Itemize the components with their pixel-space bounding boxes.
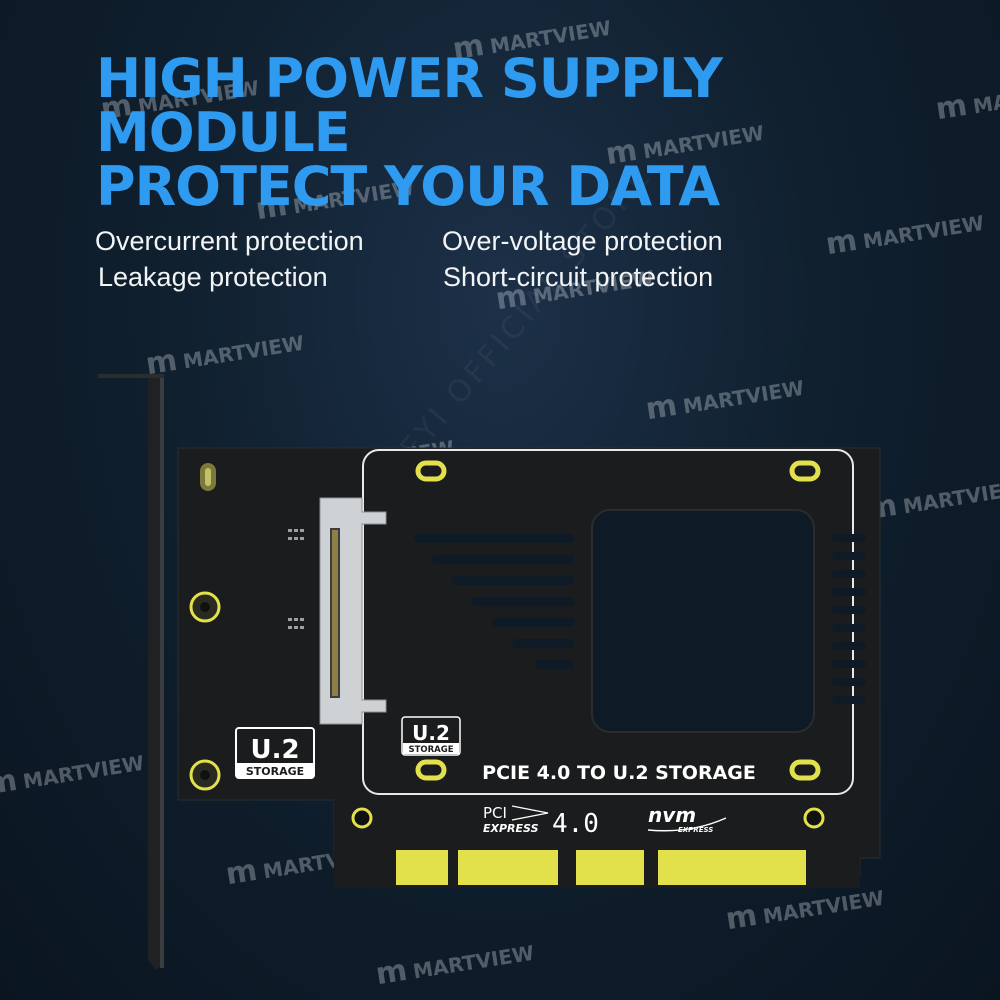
drive-outline — [362, 449, 854, 795]
vent-slots-right — [832, 534, 866, 704]
mounting-slots — [415, 460, 821, 781]
express-label: EXPRESS — [483, 822, 539, 835]
feature-short-circuit: Short-circuit protection — [443, 262, 714, 292]
status-led — [200, 463, 216, 491]
u2-badge-text: U.2 — [250, 735, 299, 765]
pci-arrow-icon — [511, 805, 549, 821]
pci-version: 4.0 — [552, 809, 599, 839]
headline-line-2: MODULE — [96, 101, 351, 164]
feature-overvoltage: Over-voltage protection — [442, 226, 723, 256]
headline-line-1: HIGH POWER SUPPLY — [96, 47, 723, 110]
nvm-label: nvm — [648, 803, 696, 827]
smd-components — [288, 529, 304, 629]
nvm-express-logo: nvm EXPRESS — [647, 803, 727, 834]
headline-line-3: PROTECT YOUR DATA — [96, 155, 720, 218]
u2-badge-left: U.2 STORAGE — [235, 727, 315, 779]
pci-label: PCI — [483, 804, 507, 822]
nvm-sub-label: EXPRESS — [678, 826, 713, 834]
pcie-gold-contacts — [396, 850, 806, 885]
vent-slots-left — [414, 534, 574, 669]
pci-express-logo: PCI EXPRESS 4.0 — [483, 804, 599, 839]
storage-badge-text: STORAGE — [246, 765, 304, 778]
u2-connector — [319, 497, 387, 725]
mounting-bracket — [98, 374, 164, 970]
screw-holes — [189, 591, 825, 829]
board-title: PCIE 4.0 TO U.2 STORAGE — [482, 762, 756, 784]
u2-badge-small: U.2 STORAGE — [401, 716, 461, 756]
storage-badge-small-text: STORAGE — [408, 745, 453, 755]
feature-leakage: Leakage protection — [98, 262, 328, 292]
nvm-swoosh-icon — [647, 817, 727, 832]
heat-cutout — [591, 509, 815, 733]
u2-badge-small-text: U.2 — [412, 721, 450, 745]
feature-overcurrent: Overcurrent protection — [95, 226, 364, 256]
headline: HIGH POWER SUPPLY MODULE PROTECT YOUR DA… — [96, 47, 723, 218]
